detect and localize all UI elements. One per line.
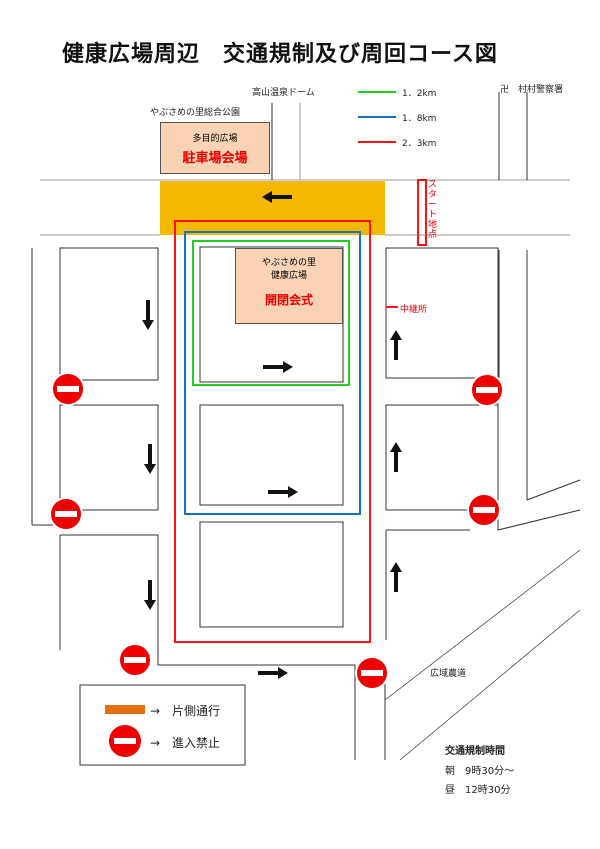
no-entry-legend-icon <box>109 725 141 757</box>
park-label: やぶさめの里総合公園 <box>150 108 241 118</box>
arrow-right-icon <box>268 486 298 498</box>
venue-main: 開閉会式 <box>264 293 313 307</box>
course-1-2km <box>192 240 350 386</box>
schedule-heading: 交通規制時間 <box>445 746 505 757</box>
parking-main: 駐車場会場 <box>182 151 248 166</box>
legend-1-2km: 1．2km <box>402 89 437 99</box>
dome-label: 高山温泉ドーム <box>252 88 315 98</box>
one-way-swatch <box>105 705 145 714</box>
venue-sub1: やぶさめの里 <box>261 258 316 268</box>
city-blocks <box>31 246 581 760</box>
parking-sub: 多目的広場 <box>192 134 238 144</box>
arrow-right-icon <box>258 667 288 679</box>
legend-1-8km: 1．8km <box>402 114 437 124</box>
road-label: 広域農道 <box>430 669 467 679</box>
arrow-left-icon <box>262 191 292 203</box>
legend-box <box>79 684 246 766</box>
course-2-3km <box>174 220 371 643</box>
start-label: スタート地点 <box>428 180 438 240</box>
arrow-up-icon <box>390 330 402 360</box>
no-entry-icons <box>49 372 504 690</box>
legend-no-entry: → 進入禁止 <box>150 736 221 750</box>
schedule-from: 朝 9時30分～ <box>445 766 515 777</box>
relay-label: 中継所 <box>400 305 428 315</box>
arrow-down-icon <box>144 580 156 610</box>
legend-one-way: → 片側通行 <box>150 704 221 718</box>
road-diagonal <box>384 549 581 761</box>
one-way-zone <box>160 181 385 235</box>
arrow-up-icon <box>390 442 402 472</box>
arrow-right-icon <box>263 361 293 373</box>
arrow-up-icon <box>390 562 402 592</box>
legend-2-3km: 2．3km <box>402 139 437 149</box>
parking-box: 多目的広場 駐車場会場 <box>160 122 270 174</box>
police-label: 卍 村村警察署 <box>500 85 564 95</box>
arrow-down-icon <box>142 300 154 330</box>
venue-box: やぶさめの里 健康広場 開閉会式 <box>235 248 343 324</box>
course-1-8km <box>184 231 361 515</box>
arrow-icons <box>142 191 402 679</box>
arrow-down-icon <box>144 444 156 474</box>
start-line <box>417 179 427 246</box>
map-title: 健康広場周辺 交通規制及び周回コース図 <box>62 42 498 67</box>
schedule-to: 昼 12時30分 <box>445 785 511 796</box>
venue-sub2: 健康広場 <box>270 271 307 281</box>
